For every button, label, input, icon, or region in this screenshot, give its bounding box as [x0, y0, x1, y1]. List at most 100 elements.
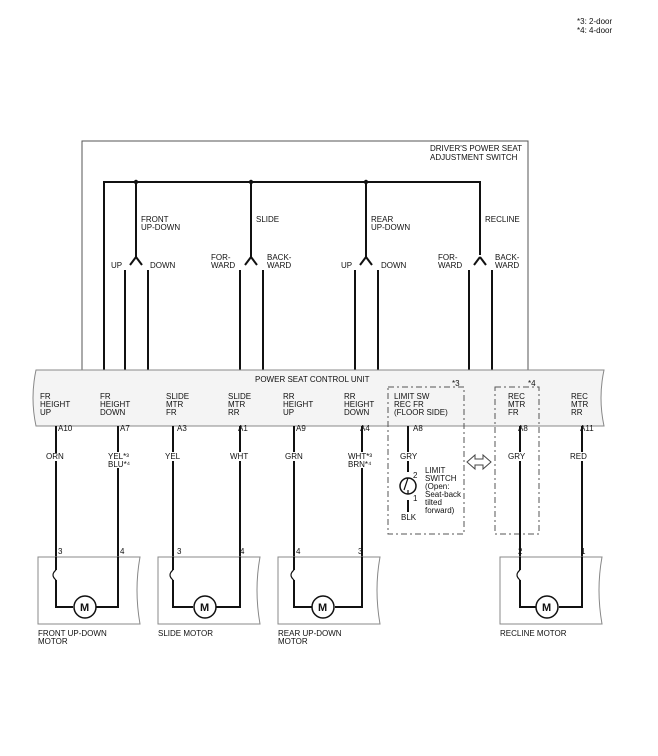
switch-left-label: FOR-	[438, 253, 458, 262]
wire-color-alt: BLU*⁴	[108, 460, 131, 469]
four-door-variant-box	[494, 386, 540, 535]
switch-right-label: BACK-	[495, 253, 520, 262]
terminal-pin: A7	[120, 424, 130, 433]
motor-icon	[193, 595, 217, 619]
bus-junction-2	[248, 179, 254, 185]
variant-exchange-arrow	[466, 453, 492, 471]
terminal-rec-mtr-rr: REC MTR RR A11	[571, 392, 594, 433]
switch-housing	[81, 140, 529, 370]
motor-symbol: M	[200, 602, 209, 614]
switch-label-2: UP-DOWN	[371, 223, 410, 232]
switch-label: FRONT	[141, 215, 169, 224]
terminal-label-3: RR	[228, 408, 240, 417]
wire-color: RED	[570, 452, 587, 461]
terminal-rec-mtr-fr: REC MTR FR A8	[508, 392, 528, 433]
terminal-label-3: FR	[508, 408, 519, 417]
limit-switch-label-2: SWITCH	[425, 474, 457, 483]
motor-connector-icon	[290, 569, 295, 581]
switch-slide: SLIDE FOR- WARD BACK- WARD	[211, 215, 292, 370]
terminal-label-2: HEIGHT	[100, 400, 130, 409]
motor-name: REAR UP-DOWN	[278, 629, 342, 638]
switch-label-2: UP-DOWN	[141, 223, 180, 232]
terminal-label-3: RR	[571, 408, 583, 417]
switch-right-label: DOWN	[150, 261, 176, 270]
terminal-label-3: (FLOOR SIDE)	[394, 408, 448, 417]
switch-contacts	[468, 256, 493, 370]
switch-contacts	[354, 256, 379, 370]
terminal-pin: A8	[413, 424, 423, 433]
terminal-slide-mtr-rr: SLIDE MTR RR A1	[228, 392, 251, 433]
switch-left-label: FOR-	[211, 253, 231, 262]
terminal-pin: A4	[360, 424, 370, 433]
motor-wiring	[55, 557, 119, 608]
terminal-label-1: LIMIT SW	[394, 392, 430, 401]
terminal-label-1: REC	[571, 392, 588, 401]
terminal-label-1: RR	[344, 392, 356, 401]
limit-switch-pin-top: 2	[413, 471, 418, 480]
motor-symbol: M	[80, 602, 89, 614]
terminal-pin: A9	[296, 424, 306, 433]
limit-switch-label-5: tilted	[425, 498, 442, 507]
motor-pin-left: 3	[177, 547, 182, 556]
terminal-label-3: FR	[166, 408, 177, 417]
wire-color: GRN	[285, 452, 303, 461]
terminal-fr-height-down: FR HEIGHT DOWN A7	[100, 392, 130, 433]
motor-wiring	[172, 557, 241, 608]
terminal-label-3: UP	[40, 408, 51, 417]
bus-junction-3	[363, 179, 369, 185]
limit-switch-ground-wire: BLK	[401, 513, 417, 522]
terminal-label-3: DOWN	[344, 408, 370, 417]
switch-left-label-2: WARD	[438, 261, 462, 270]
motor-wiring	[519, 557, 583, 608]
motor-front-up-down: 3 4 M FRONT UP-DOWN MOTOR	[37, 547, 141, 646]
switch-box-title: DRIVER'S POWER SEAT	[430, 144, 522, 153]
limit-switch-contact-icon	[403, 477, 409, 494]
motor-icon	[535, 595, 559, 619]
switch-right-label: DOWN	[381, 261, 407, 270]
limit-switch-label-3: (Open:	[425, 482, 449, 491]
terminal-label-3: UP	[283, 408, 294, 417]
motor-name-2: MOTOR	[278, 637, 308, 646]
motor-name: SLIDE MOTOR	[158, 629, 213, 638]
control-unit-body	[32, 369, 605, 427]
terminal-label-2: HEIGHT	[344, 400, 374, 409]
bus-junction-1	[133, 179, 139, 185]
terminal-label-2: MTR	[571, 400, 589, 409]
terminal-rr-height-up: RR HEIGHT UP A9	[283, 392, 313, 433]
terminal-pin: A11	[580, 424, 594, 433]
motor-wiring	[293, 557, 363, 608]
switch-label: RECLINE	[485, 215, 520, 224]
motor-slide: 3 4 M SLIDE MOTOR	[157, 547, 261, 638]
motor-pin-right: 1	[581, 547, 586, 556]
switch-box-subtitle: ADJUSTMENT SWITCH	[430, 153, 518, 162]
motor-symbol: M	[542, 602, 551, 614]
two-door-marker: *3	[452, 379, 460, 388]
control-unit-terminals: FR HEIGHT UP A10 FR HEIGHT DOWN A7 SLIDE…	[40, 392, 594, 433]
switch-common-bus	[103, 181, 481, 370]
switch-label: SLIDE	[256, 215, 279, 224]
motor-icon	[73, 595, 97, 619]
motor-icon	[311, 595, 335, 619]
switch-left-label-2: WARD	[211, 261, 235, 270]
limit-switch-label-6: forward)	[425, 506, 455, 515]
terminal-slide-mtr-fr: SLIDE MTR FR A3	[166, 392, 189, 433]
terminal-fr-height-up: FR HEIGHT UP A10	[40, 392, 73, 433]
switch-front-up-down: FRONT UP-DOWN UP DOWN	[111, 215, 180, 370]
limit-switch-pin-bottom: 1	[413, 494, 418, 503]
motor-name: RECLINE MOTOR	[500, 629, 567, 638]
terminal-label-2: HEIGHT	[40, 400, 70, 409]
motor-pin-right: 4	[120, 547, 125, 556]
terminal-label-2: MTR	[228, 400, 246, 409]
terminal-label-3: DOWN	[100, 408, 126, 417]
motor-pin-left: 4	[296, 547, 301, 556]
motor-pin-right: 4	[240, 547, 245, 556]
switch-common-drops	[135, 182, 367, 257]
switch-right-label: BACK-	[267, 253, 292, 262]
terminal-pin: A3	[177, 424, 187, 433]
terminal-label-2: HEIGHT	[283, 400, 313, 409]
wire-color: YEL*³	[108, 452, 129, 461]
switch-right-label-2: WARD	[267, 261, 291, 270]
switch-contacts	[239, 256, 264, 370]
terminal-limit-sw-rec-fr: LIMIT SW REC FR (FLOOR SIDE) A8	[394, 392, 448, 433]
terminal-label-2: MTR	[508, 400, 526, 409]
